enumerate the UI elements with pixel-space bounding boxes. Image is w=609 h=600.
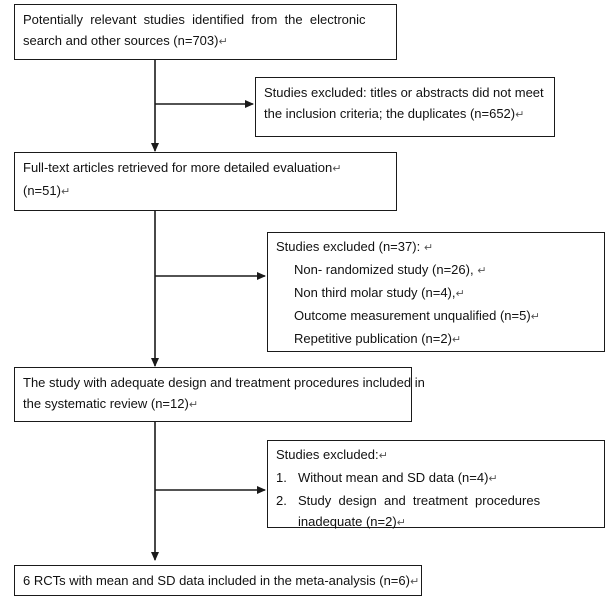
box-excluded-titles-line1: Studies excluded: titles or abstracts di… bbox=[264, 85, 544, 100]
box-systematic-review: The study with adequate design and treat… bbox=[14, 367, 425, 422]
paragraph-mark-icon: ↵ bbox=[378, 450, 388, 462]
paragraph-mark-icon: ↵ bbox=[451, 334, 462, 346]
paragraph-mark-icon: ↵ bbox=[409, 576, 420, 588]
list-item: Non third molar study (n=4),↵ bbox=[294, 285, 465, 300]
list-item: 2.Study design and treatment procedures bbox=[276, 493, 541, 508]
paragraph-mark-icon: ↵ bbox=[488, 473, 498, 485]
paragraph-mark-icon: ↵ bbox=[515, 109, 525, 121]
box-excluded-titles-line2: the inclusion criteria; the duplicates (… bbox=[264, 106, 516, 121]
paragraph-mark-icon: ↵ bbox=[530, 311, 540, 323]
list-item: Repetitive publication (n=2)↵ bbox=[294, 331, 462, 346]
box-meta-analysis: 6 RCTs with mean and SD data included in… bbox=[14, 565, 422, 596]
box-fulltext: Full-text articles retrieved for more de… bbox=[14, 152, 397, 211]
box-meta-line1: 6 RCTs with mean and SD data included in… bbox=[23, 573, 410, 588]
paragraph-mark-icon: ↵ bbox=[60, 186, 71, 198]
paragraph-mark-icon: ↵ bbox=[423, 242, 434, 254]
list-item: Outcome measurement unqualified (n=5)↵ bbox=[294, 308, 540, 323]
paragraph-mark-icon: ↵ bbox=[455, 288, 465, 300]
box-fulltext-line2: (n=51) bbox=[23, 183, 61, 198]
box-systematic-line1: The study with adequate design and treat… bbox=[23, 375, 425, 390]
list-item: Non- randomized study (n=26), ↵ bbox=[294, 262, 487, 277]
box-systematic-line2: the systematic review (n=12) bbox=[23, 396, 189, 411]
box-identified: Potentially relevant studies identified … bbox=[14, 4, 397, 60]
box-excluded-37: Studies excluded (n=37): ↵ Non- randomiz… bbox=[267, 232, 605, 352]
paragraph-mark-icon: ↵ bbox=[477, 265, 487, 277]
box-excluded-titles: Studies excluded: titles or abstracts di… bbox=[255, 77, 555, 137]
box-fulltext-line1: Full-text articles retrieved for more de… bbox=[23, 160, 333, 175]
box-excluded-no-sd: Studies excluded:↵ 1.Without mean and SD… bbox=[267, 440, 605, 529]
paragraph-mark-icon: ↵ bbox=[218, 36, 228, 48]
box-excluded-no-sd-header: Studies excluded: bbox=[276, 447, 379, 462]
box-excluded-no-sd-continuation: inadequate (n=2) bbox=[298, 514, 397, 529]
box-excluded-37-header: Studies excluded (n=37): bbox=[276, 239, 421, 254]
list-item: 1.Without mean and SD data (n=4)↵ bbox=[276, 470, 498, 485]
box-identified-line2: search and other sources (n=703) bbox=[23, 33, 219, 48]
paragraph-mark-icon: ↵ bbox=[332, 163, 342, 175]
paragraph-mark-icon: ↵ bbox=[188, 399, 199, 411]
paragraph-mark-icon: ↵ bbox=[396, 517, 406, 529]
box-identified-line1: Potentially relevant studies identified … bbox=[23, 12, 366, 27]
